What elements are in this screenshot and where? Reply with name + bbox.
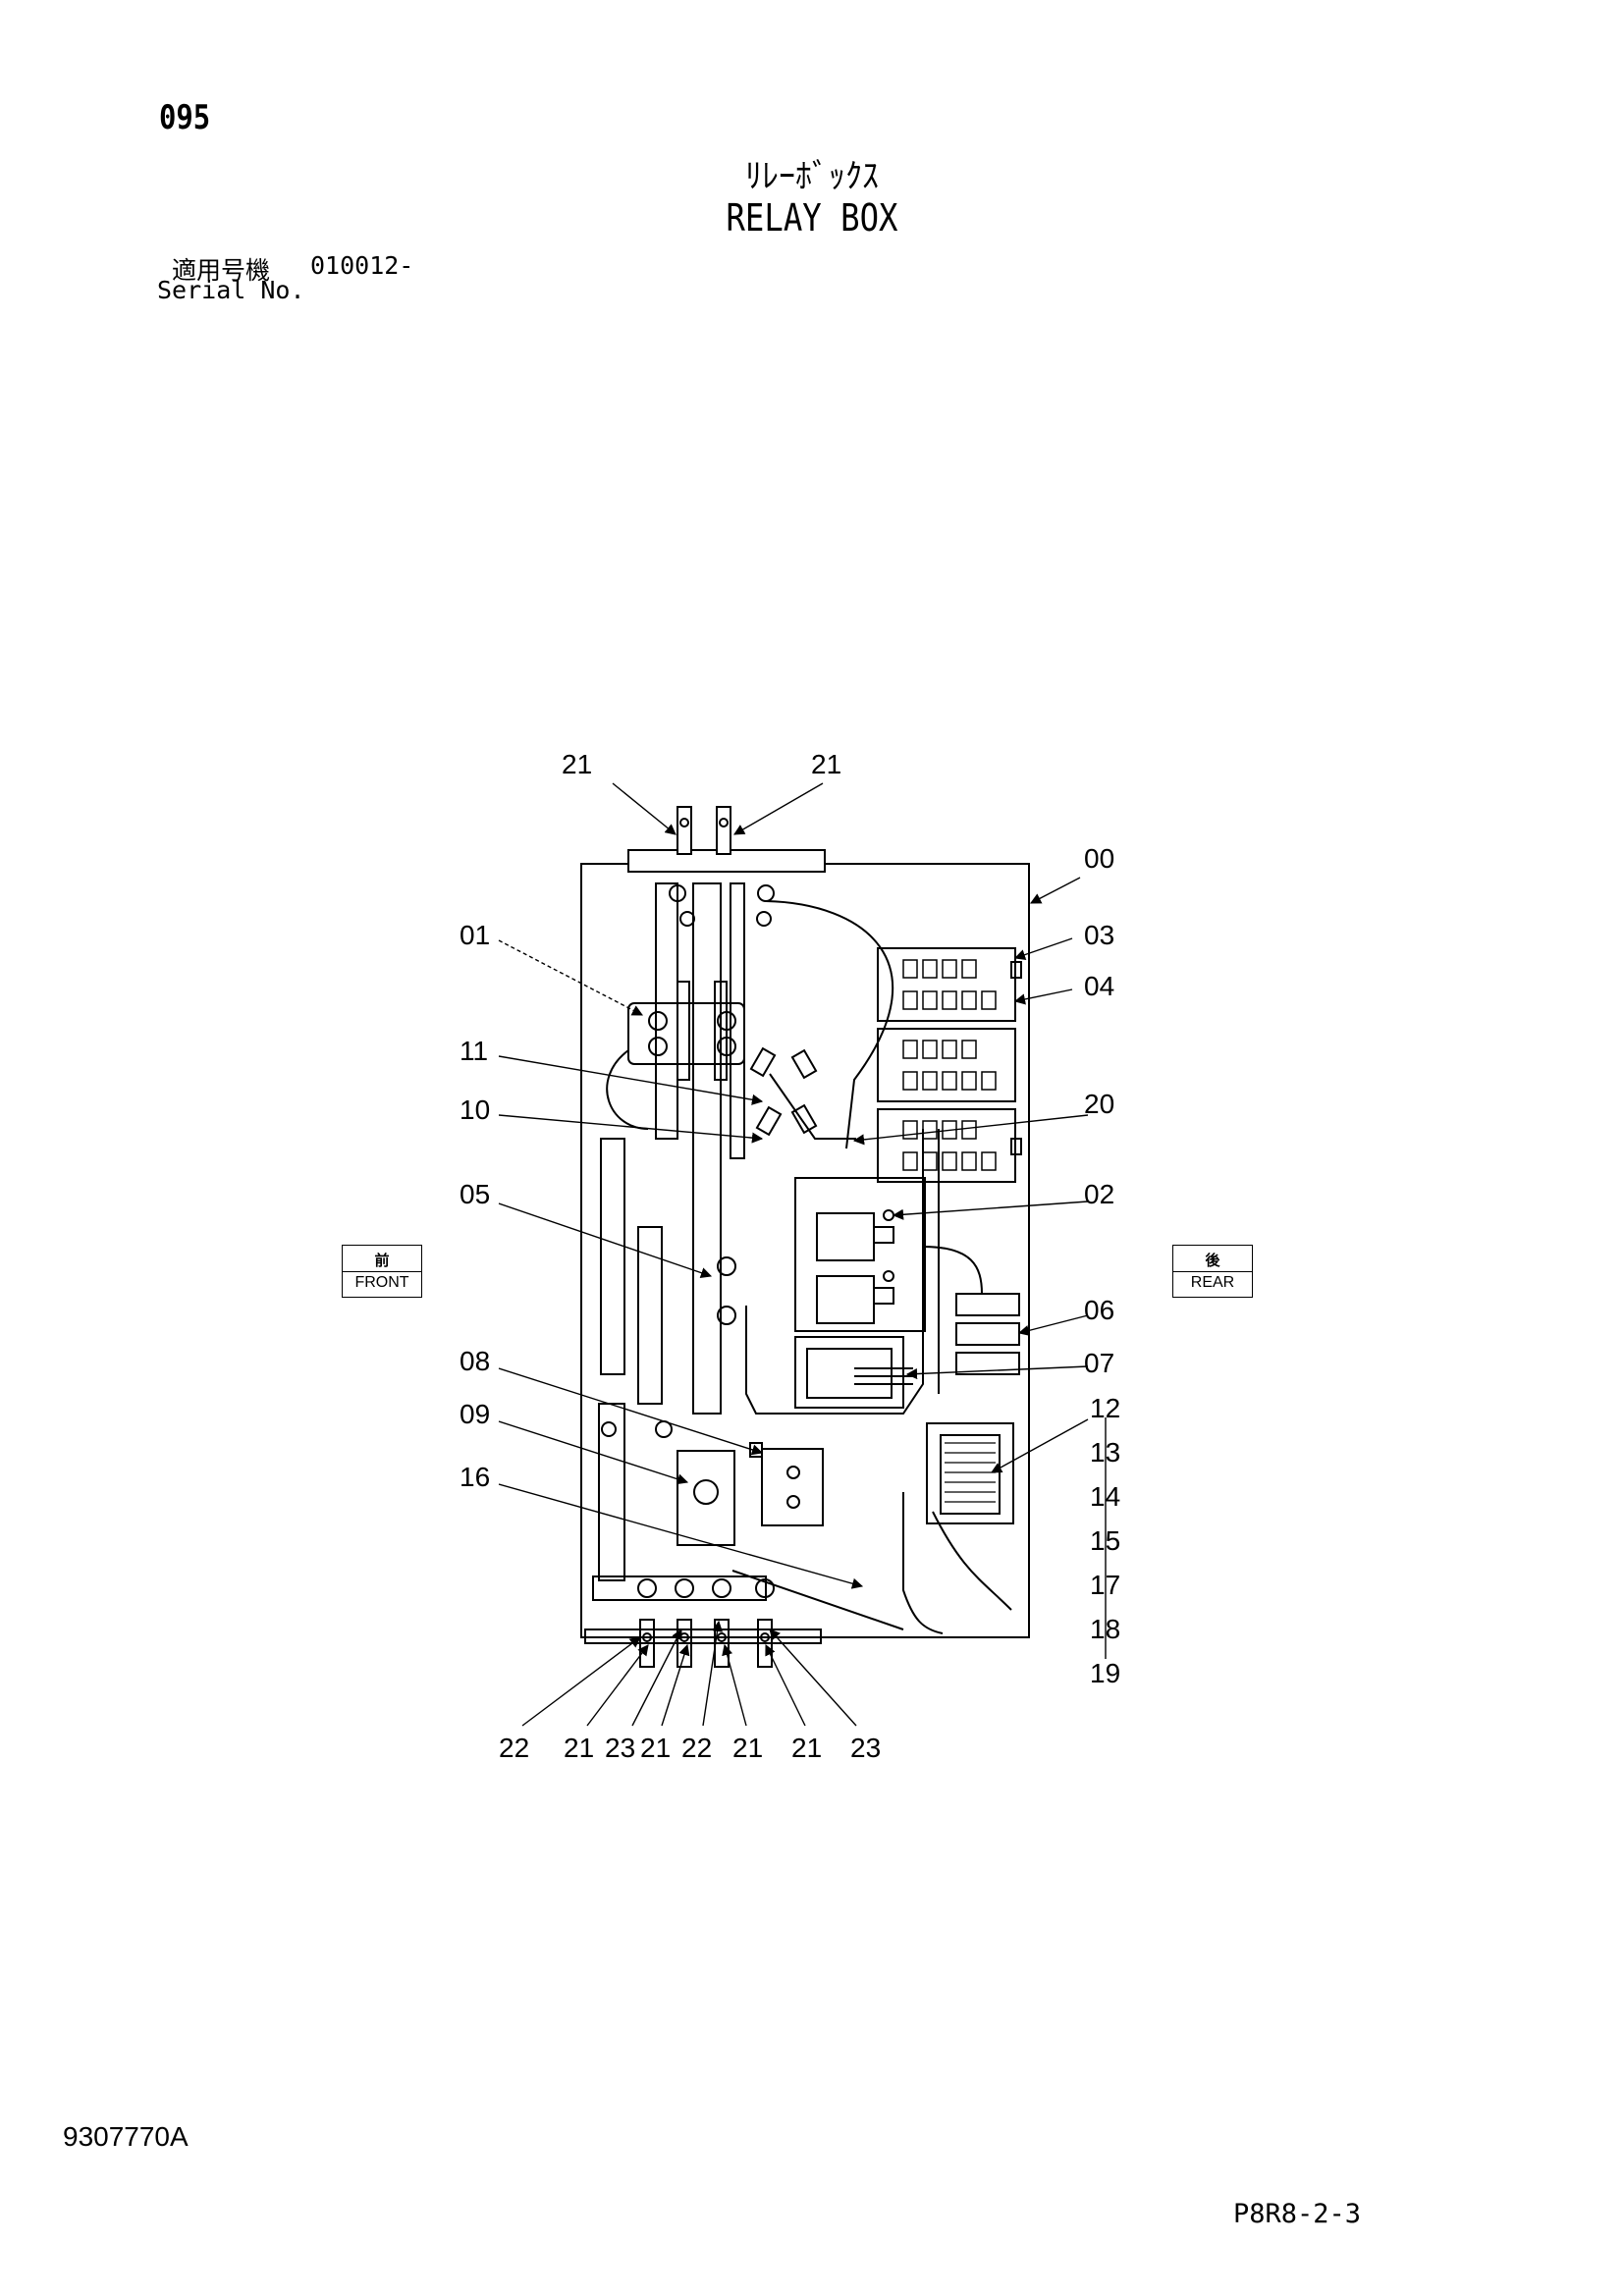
callout-bottom-22-b: 22 <box>681 1733 712 1763</box>
callout-00: 00 <box>1084 843 1114 874</box>
callout-bottom-21-d: 21 <box>791 1733 822 1763</box>
callout-20: 20 <box>1084 1089 1114 1119</box>
callout-08: 08 <box>460 1346 490 1376</box>
callout-bottom-21-a: 21 <box>564 1733 594 1763</box>
rear-label-japanese: 後 <box>1173 1250 1252 1272</box>
callout-13: 13 <box>1090 1437 1120 1468</box>
callout-17: 17 <box>1090 1570 1120 1600</box>
callout-15: 15 <box>1090 1525 1120 1556</box>
page-number: 095 <box>159 98 211 137</box>
callout-04: 04 <box>1084 971 1114 1001</box>
callout-bottom-22-a: 22 <box>499 1733 529 1763</box>
relay-box-panel <box>580 806 1030 1668</box>
callout-09: 09 <box>460 1399 490 1429</box>
callout-bottom-21-c: 21 <box>732 1733 763 1763</box>
callout-05: 05 <box>460 1179 490 1209</box>
document-number: 9307770A <box>63 2121 189 2152</box>
callout-14: 14 <box>1090 1481 1120 1512</box>
callout-03: 03 <box>1084 920 1114 950</box>
callout-bottom-23-b: 23 <box>850 1733 881 1763</box>
callout-18: 18 <box>1090 1614 1120 1644</box>
front-label-japanese: 前 <box>343 1250 421 1272</box>
rear-label-english: REAR <box>1190 1274 1235 1291</box>
front-label-english: FRONT <box>354 1274 409 1291</box>
callout-10: 10 <box>460 1095 490 1125</box>
callout-07: 07 <box>1084 1348 1114 1378</box>
title-english: RELAY BOX <box>726 196 898 240</box>
callout-19: 19 <box>1090 1658 1120 1688</box>
callout-16: 16 <box>460 1462 490 1492</box>
callout-01: 01 <box>460 920 490 950</box>
title-japanese: ﾘﾚｰﾎﾞｯｸｽ <box>745 157 879 196</box>
callout-02: 02 <box>1084 1179 1114 1209</box>
serial-label-japanese: 適用号機 <box>172 256 271 285</box>
leader-lines <box>498 782 1107 1727</box>
callout-bottom-23-a: 23 <box>605 1733 635 1763</box>
page-reference: P8R8-2-3 <box>1233 2199 1362 2229</box>
callout-21-top-left: 21 <box>562 749 592 779</box>
serial-value: 010012- <box>310 251 414 280</box>
serial-label-english: Serial No. <box>157 276 305 304</box>
rear-direction-label: 後 REAR <box>1172 1245 1253 1298</box>
callout-11: 11 <box>460 1036 488 1066</box>
callout-bottom-21-b: 21 <box>640 1733 671 1763</box>
front-direction-label: 前 FRONT <box>342 1245 422 1298</box>
callout-06: 06 <box>1084 1295 1114 1325</box>
callout-12: 12 <box>1090 1393 1120 1423</box>
callout-21-top-right: 21 <box>811 749 841 779</box>
